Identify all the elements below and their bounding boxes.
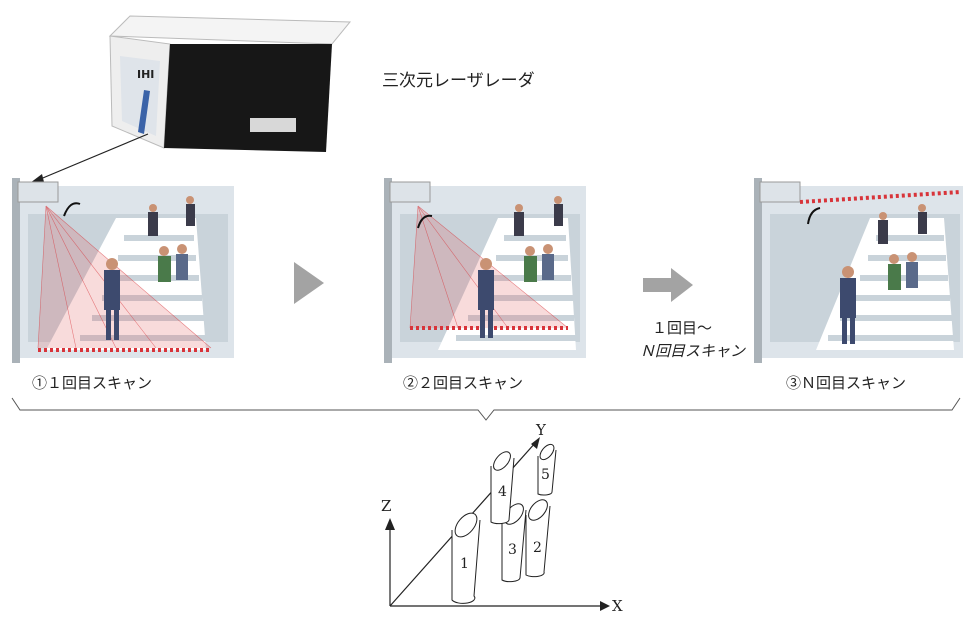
target-label-2: 2 bbox=[533, 540, 542, 556]
target-label-3: 3 bbox=[508, 542, 517, 558]
scan-caption-1: ①１回目スキャン bbox=[32, 374, 153, 392]
scan-panel-n bbox=[754, 178, 963, 363]
next-arrow-icon bbox=[294, 262, 324, 304]
device-name-label: 三次元レーザレーダ bbox=[382, 71, 535, 91]
target-label-4: 4 bbox=[498, 484, 507, 500]
axis-y-label: Y bbox=[536, 421, 546, 439]
scan-caption-n: ③Ｎ回目スキャン bbox=[786, 374, 907, 392]
scan-panel-2 bbox=[384, 178, 586, 363]
target-label-1: 1 bbox=[460, 556, 469, 572]
scan-caption-2: ②２回目スキャン bbox=[403, 374, 524, 392]
device-badge: IHI bbox=[137, 68, 155, 81]
repeat-text-line2: Ｎ回目スキャン bbox=[640, 342, 746, 360]
laser-radar-device bbox=[108, 15, 352, 152]
target-label-5: 5 bbox=[541, 467, 550, 483]
axis-z-label: Z bbox=[381, 497, 392, 515]
repeat-arrow-icon bbox=[643, 268, 693, 302]
repeat-text-line1: １回目〜 bbox=[652, 319, 713, 337]
scan-panel-1 bbox=[12, 178, 234, 363]
axis-x-label: X bbox=[612, 597, 623, 615]
